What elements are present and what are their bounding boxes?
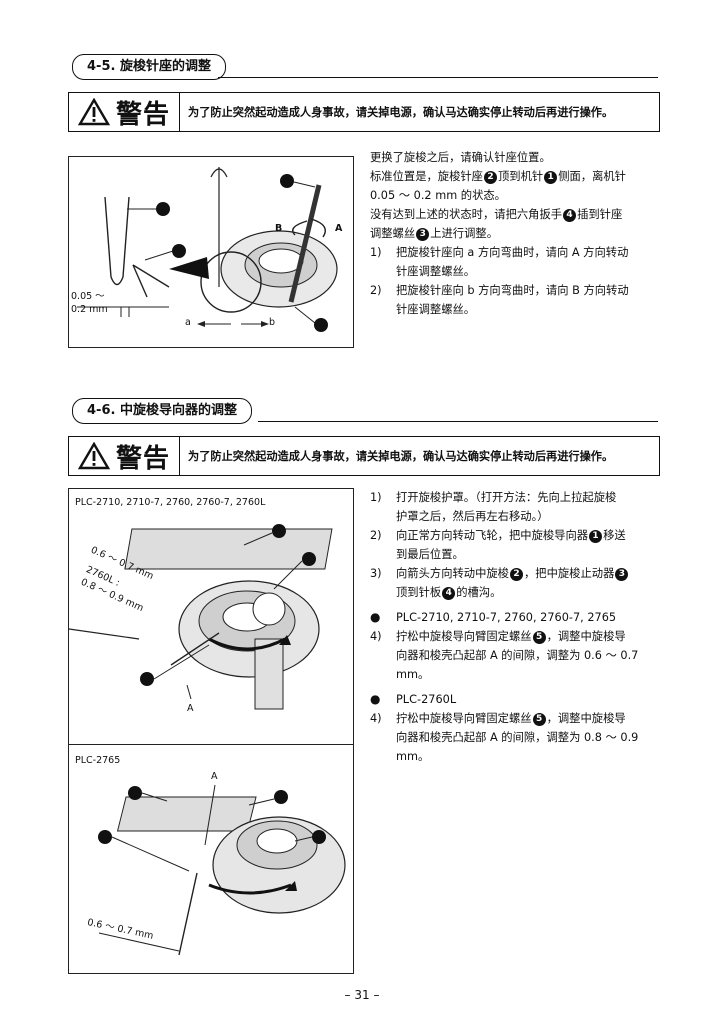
callout-4-icon: 4 — [563, 208, 577, 222]
gap-label-line1: 0.05 ～ — [71, 291, 105, 302]
callout-4 — [274, 790, 288, 804]
callout-2-icon: 2 — [509, 567, 523, 581]
callout-5-icon: 5 — [532, 712, 546, 726]
callout-3-icon: 3 — [615, 567, 629, 581]
section2-body: 1) 打开旋梭护罩。（打开方法：先向上拉起旋梭护罩之后，然后再左右移动。） 2)… — [370, 488, 662, 766]
section-header-4-6: 4-6. 中旋梭导向器的调整 — [68, 398, 658, 424]
callout-4 — [272, 524, 286, 538]
model-bullet: ● PLC-2760L — [370, 690, 662, 709]
page-number: – 31 – — [344, 988, 380, 1002]
figure-guide-plc2710: PLC-2710, 2710-7, 2760, 2760-7, 2760L 0.… — [68, 488, 354, 746]
callout-3-icon: 3 — [416, 227, 430, 241]
callout-2-icon: 2 — [483, 170, 497, 184]
bullet-icon: ● — [370, 610, 381, 624]
figure-illustration — [98, 784, 346, 956]
gap-label-line2: 0.2 mm — [71, 304, 108, 315]
section-title: 4-6. 中旋梭导向器的调整 — [72, 398, 252, 424]
list-item: 1) 把旋梭针座向 a 方向弯曲时，请向 A 方向转动针座调整螺丝。 — [370, 246, 629, 278]
warning-box: 警告 为了防止突然起动造成人身事故，请关掉电源，确认马达确实停止转动后再进行操作… — [68, 92, 660, 132]
warning-triangle-icon — [77, 442, 110, 470]
figure-illustration — [77, 167, 338, 332]
figure-guide-plc2765: PLC-2765 A 0.6 ～ 0.7 mm — [68, 744, 354, 974]
callout-4 — [280, 174, 294, 188]
callout-2 — [312, 830, 326, 844]
warning-text: 为了防止突然起动造成人身事故，请关掉电源，确认马达确实停止转动后再进行操作。 — [188, 106, 614, 119]
direction-b-label: b — [269, 317, 276, 328]
figure-illustration — [68, 524, 333, 710]
warning-label: 警告 — [69, 93, 180, 131]
callout-1-icon: 1 — [544, 170, 558, 184]
callout-3 — [302, 552, 316, 566]
section-title: 4-5. 旋梭针座的调整 — [72, 54, 226, 80]
section-rule — [218, 77, 658, 78]
callout-1 — [98, 830, 112, 844]
point-A-label: A — [187, 703, 194, 714]
para-1: 更换了旋梭之后，请确认针座位置。 — [370, 151, 551, 164]
callout-4-icon: 4 — [442, 586, 456, 600]
model-bullet: ● PLC-2710, 2710-7, 2760, 2760-7, 2765 — [370, 608, 662, 627]
callout-3 — [128, 786, 142, 800]
warning-text: 为了防止突然起动造成人身事故，请关掉电源，确认马达确实停止转动后再进行操作。 — [188, 450, 614, 463]
rotation-B-label: B — [275, 223, 283, 234]
warning-label: 警告 — [69, 437, 180, 475]
section-rule — [258, 421, 658, 422]
model-list: PLC-2710, 2710-7, 2760, 2760-7, 2760L — [75, 497, 266, 508]
section-header-4-5: 4-5. 旋梭针座的调整 — [68, 54, 658, 80]
callout-3 — [314, 318, 328, 332]
list-item: 1) 打开旋梭护罩。（打开方法：先向上拉起旋梭护罩之后，然后再左右移动。） — [370, 491, 617, 523]
direction-a-label: a — [185, 317, 191, 328]
callout-2 — [172, 244, 186, 258]
rotation-A-label: A — [335, 223, 343, 234]
callout-1 — [140, 672, 154, 686]
warning-triangle-icon — [77, 98, 110, 126]
bullet-icon: ● — [370, 692, 381, 706]
callout-5-icon: 5 — [532, 630, 546, 644]
model-label: PLC-2765 — [75, 755, 121, 766]
callout-1 — [156, 202, 170, 216]
warning-box: 警告 为了防止突然起动造成人身事故，请关掉电源，确认马达确实停止转动后再进行操作… — [68, 436, 660, 476]
figure-hook-needle-guard: 0.05 ～ 0.2 mm a b B A — [68, 156, 354, 348]
warning-word: 警告 — [115, 99, 170, 130]
warning-word: 警告 — [115, 443, 170, 474]
list-item: 2) 把旋梭针座向 b 方向弯曲时，请向 B 方向转动针座调整螺丝。 — [370, 284, 629, 316]
point-A-label: A — [211, 771, 218, 782]
para-3: 0.05 ～ 0.2 mm 的状态。 — [370, 189, 506, 202]
callout-1-icon: 1 — [589, 529, 603, 543]
